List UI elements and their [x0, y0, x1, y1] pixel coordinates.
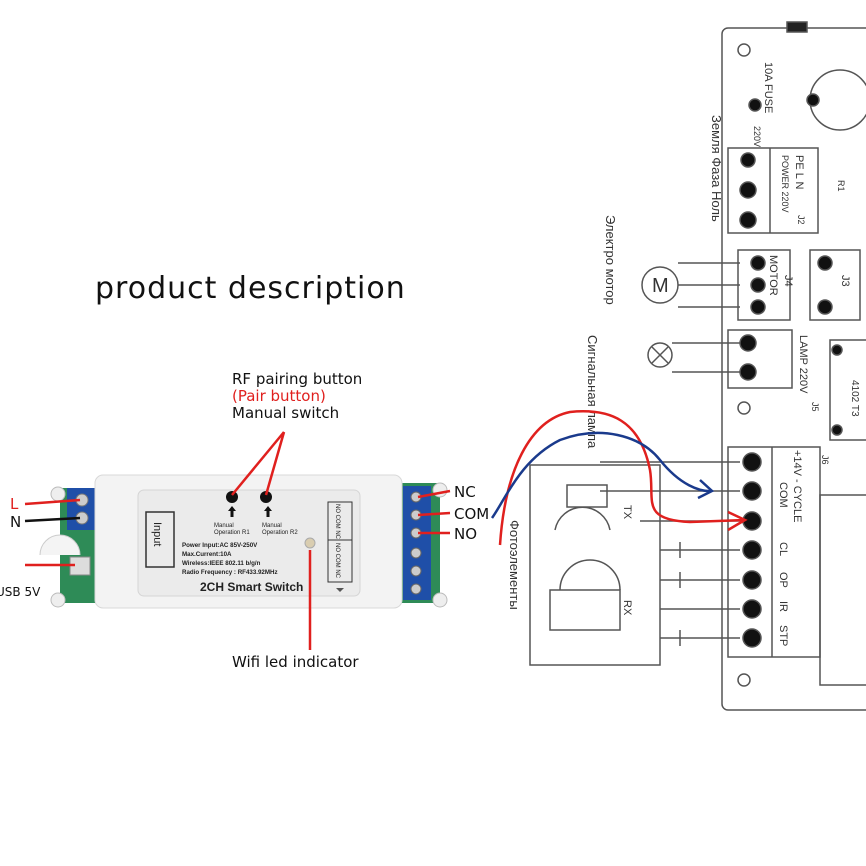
n-label: N — [10, 513, 21, 531]
ground-phase-neutral-label: Земля Фаза Ноль — [709, 115, 724, 222]
photocells-ru-label: Фотоэлементы — [507, 520, 522, 610]
page-title: product description — [95, 271, 406, 306]
blue-hand-wire — [490, 431, 715, 519]
manual-r1-label-1: Manual — [214, 523, 234, 529]
rf-pairing-label: RF pairing button — [232, 370, 362, 388]
neutral-wire — [24, 516, 81, 523]
manual-r1-label-2: Operation R1 — [214, 530, 250, 536]
l-label: L — [10, 495, 19, 513]
lamp-ru-label: Сигнальная лампа — [585, 335, 600, 449]
j6-label: J6 — [820, 455, 830, 465]
motor-ru-label: Электро мотор — [603, 215, 618, 305]
com-label: COM — [454, 505, 489, 523]
device-name: 2CH Smart Switch — [200, 580, 303, 594]
j6-pin-op: OP — [777, 572, 789, 588]
j3-label: J3 — [839, 275, 851, 287]
relay-label-1: NO COM NC — [334, 504, 340, 540]
controller-schematic — [529, 21, 866, 711]
relay-terminal-block — [403, 486, 431, 600]
pair-button-label: (Pair button) — [232, 387, 326, 405]
manual-switch-label: Manual switch — [232, 404, 339, 422]
manual-button-r2[interactable] — [260, 491, 272, 503]
arrow-up-icon — [228, 506, 236, 517]
tx-label: TX — [621, 505, 633, 520]
spec-current: Max.Current:10A — [182, 551, 232, 558]
spec-power: Power Input:AC 85V-250V — [182, 542, 258, 549]
t3-label: 4102 T3 — [849, 380, 860, 417]
spec-wireless: Wireless:IEEE 802.11 b/g/n — [182, 560, 261, 567]
j6-pin-com: COM — [777, 482, 789, 508]
warning-label: 220V — [752, 126, 762, 147]
wifi-icon — [336, 588, 344, 592]
wifi-led-label: Wifi led indicator — [232, 653, 359, 671]
input-label: Input — [151, 522, 163, 546]
smart-switch-device: Input Manual Operation R1 Manual Operati… — [39, 474, 448, 609]
wifi-led — [304, 537, 316, 549]
nc-label: NC — [454, 483, 476, 501]
fuse-label: 10A FUSE — [762, 62, 774, 113]
schematic-labels: 10A FUSE 220V PE L N POWER 220V J2 R1 Зе… — [507, 62, 860, 646]
no-label: NO — [454, 525, 477, 543]
power-label: POWER 220V — [780, 155, 790, 213]
red-hand-wire — [498, 410, 748, 546]
j6-pin-ir: IR — [777, 601, 789, 612]
j5-label: J5 — [810, 402, 820, 412]
manual-r2-label-2: Operation R2 — [262, 530, 298, 536]
manual-button-r1[interactable] — [226, 491, 238, 503]
motor-symbol: M — [652, 275, 669, 297]
relay-label-2: NO COM NC — [334, 543, 340, 579]
j2-label: J2 — [796, 215, 806, 225]
spec-radio: Radio Frequency : RF433.92MHz — [182, 569, 278, 576]
usb-label: USB 5V — [0, 585, 41, 599]
power-terminal-labels: PE L N — [793, 155, 805, 189]
manual-r2-label-1: Manual — [262, 523, 282, 529]
j6-pin-stp: STP — [777, 625, 789, 646]
callout-lines — [24, 431, 451, 650]
r1-label: R1 — [836, 180, 846, 192]
j6-pin-cl: CL — [777, 542, 789, 556]
motor-label: MOTOR — [767, 255, 779, 296]
lamp-label: LAMP 220V — [797, 335, 809, 394]
rx-label: RX — [621, 600, 633, 616]
j6-top-label: +14V - CYCLE — [791, 450, 803, 522]
j4-label: J4 — [782, 275, 794, 287]
arrow-up-icon — [264, 506, 272, 517]
